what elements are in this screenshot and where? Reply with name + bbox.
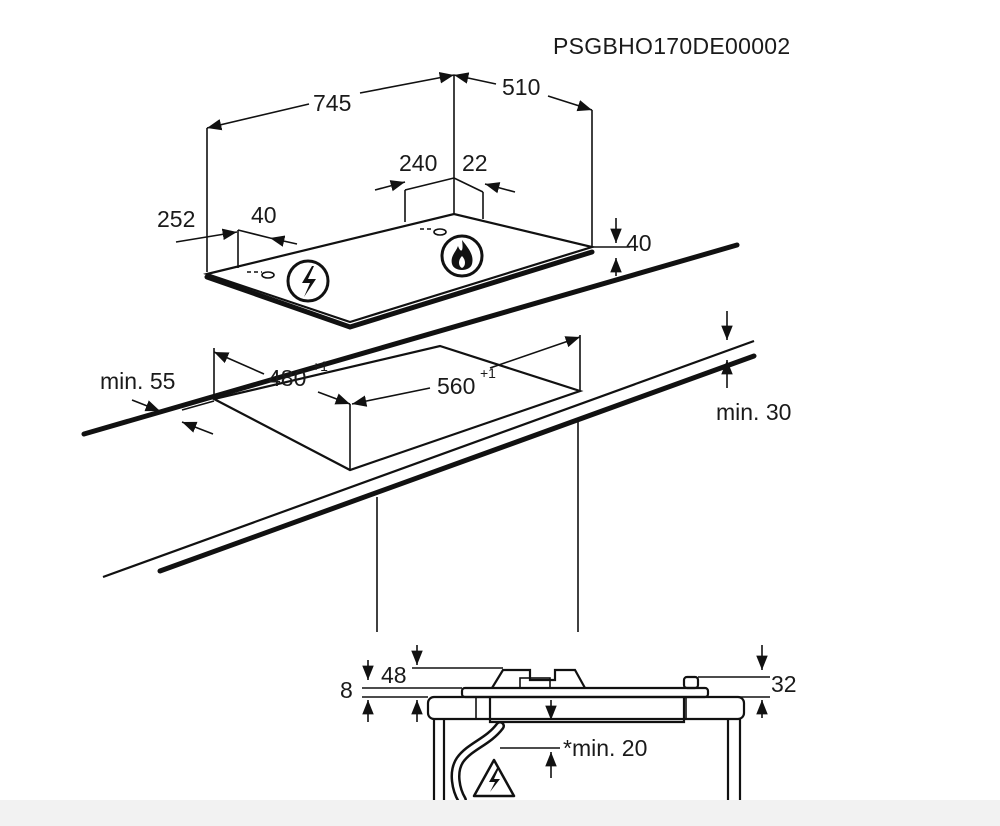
dim-560-label: 560	[437, 373, 475, 399]
hob-top-view	[203, 75, 597, 330]
dim-min30-label: min. 30	[716, 399, 791, 425]
dim-480-label: 480	[268, 365, 306, 391]
dimension-8-48: 8 48	[340, 645, 503, 722]
dimension-32: 32	[698, 645, 797, 718]
dimension-745: 745	[206, 72, 455, 131]
dimension-min30: min. 30	[716, 311, 791, 425]
dim-510-label: 510	[502, 74, 540, 100]
dim-8-label: 8	[340, 677, 353, 703]
dimension-480: 480 +1	[213, 351, 351, 405]
dim-745-label: 745	[313, 90, 351, 116]
electric-warning-icon	[472, 758, 516, 798]
dim-40-label: 40	[251, 202, 277, 228]
dim-min20-label: *min. 20	[563, 735, 647, 761]
dimension-min55: min. 55	[100, 368, 214, 435]
dimension-min20: *min. 20	[545, 700, 647, 778]
dimension-240-22: 240 22	[374, 150, 516, 194]
worktop	[81, 242, 757, 632]
hob-section-view	[426, 668, 746, 805]
dim-40b-label: 40	[626, 230, 652, 256]
dim-22-label: 22	[462, 150, 488, 176]
dimension-510: 510	[453, 72, 593, 112]
dim-252-label: 252	[157, 206, 195, 232]
drawing-code: PSGBHO170DE00002	[553, 33, 791, 59]
electric-symbol-icon	[286, 259, 330, 303]
dimension-252-40: 252 40	[157, 202, 298, 247]
dimension-560: 560 +1	[351, 336, 581, 407]
dim-32-label: 32	[771, 671, 797, 697]
page-footer-strip	[0, 800, 1000, 826]
gas-flame-icon	[440, 234, 484, 278]
dim-560-tolerance: +1	[480, 365, 496, 381]
dim-240-label: 240	[399, 150, 437, 176]
dim-48-label: 48	[381, 662, 407, 688]
dim-min55-label: min. 55	[100, 368, 175, 394]
dimension-40-right: 40	[592, 218, 652, 276]
dim-480-tolerance: +1	[312, 358, 328, 374]
